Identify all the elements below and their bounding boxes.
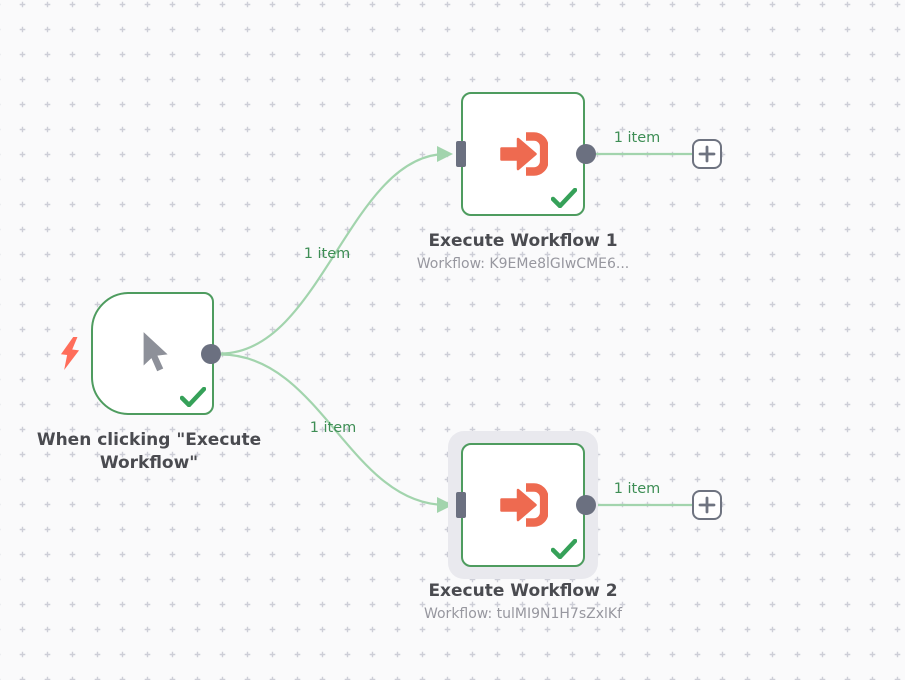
node-title: Execute Workflow 2 xyxy=(428,581,618,601)
output-connector-wf2[interactable] xyxy=(576,495,596,515)
node-label-wf1: Execute Workflow 1 Workflow: K9EMe8lGIwC… xyxy=(393,230,653,274)
node-label-wf2: Execute Workflow 2 Workflow: tulMI9N1H7s… xyxy=(393,580,653,624)
checkmark-icon xyxy=(180,387,206,407)
add-node-button[interactable] xyxy=(692,139,722,169)
node-label-trigger: When clicking "Execute Workflow" xyxy=(29,429,269,475)
node-subtitle: Workflow: K9EMe8lGIwCME6... xyxy=(416,256,630,272)
add-node-button[interactable] xyxy=(692,490,722,520)
node-manual-trigger[interactable] xyxy=(91,292,214,415)
node-execute-workflow-1[interactable] xyxy=(461,92,585,216)
mouse-cursor-icon xyxy=(143,331,168,371)
connection-item-count: 1 item xyxy=(303,246,351,262)
input-connector-wf2[interactable] xyxy=(456,492,466,518)
connection-item-count: 1 item xyxy=(309,420,357,436)
connection-item-count: 1 item xyxy=(613,130,661,146)
input-connector-wf1[interactable] xyxy=(456,141,466,167)
sign-in-arrow-icon xyxy=(498,132,548,176)
plus-icon xyxy=(698,496,716,514)
connection-trigger-to-wf1[interactable] xyxy=(220,152,447,355)
connection-trigger-to-wf2[interactable] xyxy=(220,353,447,507)
output-connector-trigger[interactable] xyxy=(201,344,221,364)
checkmark-icon xyxy=(551,188,577,208)
node-execute-workflow-2[interactable] xyxy=(461,443,585,567)
plus-icon xyxy=(698,145,716,163)
node-title: Execute Workflow 1 xyxy=(428,231,618,251)
checkmark-icon xyxy=(551,539,577,559)
lightning-bolt-icon xyxy=(60,337,80,370)
node-title: When clicking "Execute Workflow" xyxy=(36,430,262,473)
node-subtitle: Workflow: tulMI9N1H7sZxlKf xyxy=(423,606,623,622)
output-connector-wf1[interactable] xyxy=(576,144,596,164)
connection-item-count: 1 item xyxy=(613,481,661,497)
sign-in-arrow-icon xyxy=(498,483,548,527)
